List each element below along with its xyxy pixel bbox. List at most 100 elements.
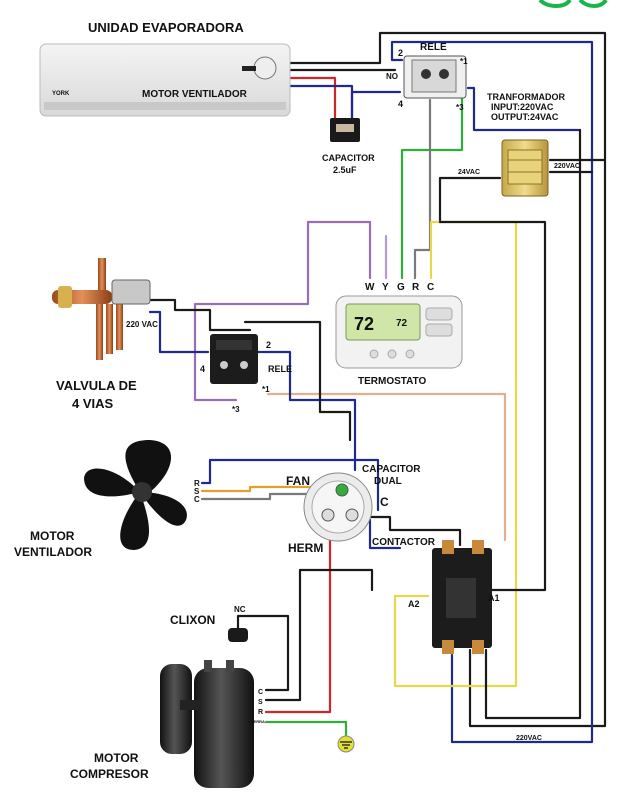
fan-terminal-c: C <box>194 495 200 504</box>
thermostat-button-down <box>425 323 453 337</box>
thermal-protector-icon <box>228 628 248 642</box>
top-relay-pin-no: NO <box>386 72 398 81</box>
valve-relay-pin1: *1 <box>262 385 270 394</box>
indoor-fan-motor-label: MOTOR VENTILADOR <box>142 89 248 100</box>
top-relay-pin1: *1 <box>460 57 468 66</box>
wire-trafo-24vac <box>438 176 502 224</box>
top-relay-pin3: *3 <box>456 103 464 112</box>
transformer-output: OUTPUT:24VAC <box>491 112 559 122</box>
indoor-fan-motor-icon <box>253 56 277 80</box>
valve-relay-pin3: *3 <box>232 405 240 414</box>
indoor-brand: YORK <box>52 91 70 97</box>
contactor-a1: A1 <box>488 593 500 603</box>
compressor-terminal-c: C <box>258 689 263 696</box>
wire-black-a1 <box>438 220 547 592</box>
wire-navy-bus <box>390 40 594 744</box>
clixon: CLIXON NC <box>170 605 248 642</box>
outdoor-fan-label: MOTOR <box>30 529 75 543</box>
thermostat-terminal-w: W <box>365 282 375 293</box>
wire-yellow-c <box>393 220 518 688</box>
compressor-ground-label: TIERRA <box>250 719 265 724</box>
contactor: CONTACTOR A1 A2 <box>372 537 500 654</box>
valve-relay: 2 RELE 4 *1 *3 <box>200 334 292 414</box>
capacitor-c-label: C <box>380 495 389 509</box>
wire-gray-r <box>413 98 432 280</box>
wire-relay-black-2 <box>243 320 352 442</box>
wire-contactor-bottom <box>484 128 582 720</box>
compressor-terminal-s: S <box>258 699 263 706</box>
top-relay-pin4: 4 <box>398 99 403 109</box>
wire-orange-relay <box>266 392 507 542</box>
thermostat-terminal-y: Y <box>382 282 389 293</box>
compressor-label: MOTOR <box>94 751 139 765</box>
thermostat-button-up <box>425 307 453 321</box>
dual-capacitor-label-line2: DUAL <box>374 476 402 487</box>
bottom-220vac-label: 220VAC <box>516 735 542 742</box>
transformer-label: TRANFORMADOR <box>487 92 565 102</box>
thermostat-terminal-r: R <box>412 282 420 293</box>
wire-fan-c <box>200 492 320 501</box>
wire-fan-s <box>200 485 322 493</box>
wire-herm-red <box>264 515 332 714</box>
wire-relay-navy-2 <box>254 350 357 472</box>
rotary-compressor-icon <box>160 660 254 788</box>
thermostat-display <box>345 303 421 341</box>
brand-corner-mark <box>538 0 608 9</box>
wire-relay-navy <box>350 90 402 120</box>
wire-comp-s <box>264 568 374 702</box>
contactor-a2: A2 <box>408 599 420 609</box>
capacitor-herm-label: HERM <box>288 541 323 555</box>
contactor-label: CONTACTOR <box>372 537 436 548</box>
evaporator-unit-label: UNIDAD EVAPORADORA <box>88 20 244 35</box>
valve-relay-label: RELE <box>268 364 292 374</box>
wire-purple-w <box>193 220 372 402</box>
wire-navy-relay1 <box>466 86 582 132</box>
dual-capacitor-label: CAPACITOR <box>362 464 421 475</box>
clixon-label: CLIXON <box>170 613 215 627</box>
wire-evap-navy <box>288 84 354 120</box>
fan-terminal-r: R <box>194 479 200 488</box>
compressor: C S R TIERRA MOTOR COMPRESOR <box>70 660 265 788</box>
thermostat-display-right: 72 <box>396 318 408 329</box>
evaporator-unit: UNIDAD EVAPORADORA YORK MOTOR VENTILADOR <box>39 20 291 117</box>
wire-clixon-nc <box>236 614 290 692</box>
thermostat-label: TERMOSTATO <box>358 376 427 387</box>
fan-blade-icon <box>84 440 187 550</box>
reversing-valve-icon <box>52 258 151 360</box>
compressor-terminal-r: R <box>258 709 263 716</box>
thermostat-terminal-c: C <box>427 282 434 293</box>
transformer: TRANFORMADOR INPUT:220VAC OUTPUT:24VAC 2… <box>458 92 580 197</box>
wires <box>146 31 607 744</box>
thermostat-terminal-g: G <box>397 282 405 293</box>
valve-relay-pin4: 4 <box>200 364 205 374</box>
ground-symbol-icon <box>337 735 355 753</box>
valve-voltage: 220 VAC <box>126 320 158 329</box>
clixon-nc: NC <box>234 605 246 614</box>
capacitor-label: CAPACITOR <box>322 153 375 163</box>
ground <box>337 735 355 753</box>
wire-fan-r <box>200 458 380 512</box>
wire-ground <box>264 720 348 740</box>
valve-label-line2: 4 VIAS <box>72 396 114 411</box>
top-relay: RELE 2 NO 4 *1 *3 <box>386 42 468 112</box>
outdoor-fan: R S C MOTOR VENTILADOR <box>14 440 200 559</box>
valve-label: VALVULA DE <box>56 378 137 393</box>
reversing-valve: 220 VAC VALVULA DE 4 VIAS <box>52 258 158 411</box>
top-relay-pin2: 2 <box>398 48 403 58</box>
valve-relay-pin2: 2 <box>266 340 271 350</box>
wire-evap-black-1 <box>288 31 607 728</box>
top-relay-label: RELE <box>420 42 447 53</box>
capacitor-fan-label: FAN <box>286 474 310 488</box>
wire-valve-black <box>146 298 252 332</box>
run-capacitor: CAPACITOR 2.5uF <box>322 118 375 175</box>
thermostat-display-left: 72 <box>354 314 374 334</box>
wire-cap-c <box>356 515 462 547</box>
wire-evap-red <box>288 76 337 120</box>
transformer-220vac: 220VAC <box>554 163 580 170</box>
transformer-input: INPUT:220VAC <box>491 102 554 112</box>
wire-valve-navy <box>148 310 210 354</box>
outdoor-fan-label-line2: VENTILADOR <box>14 545 92 559</box>
compressor-label-line2: COMPRESOR <box>70 767 149 781</box>
split-ac-indoor-unit-icon <box>39 43 291 117</box>
